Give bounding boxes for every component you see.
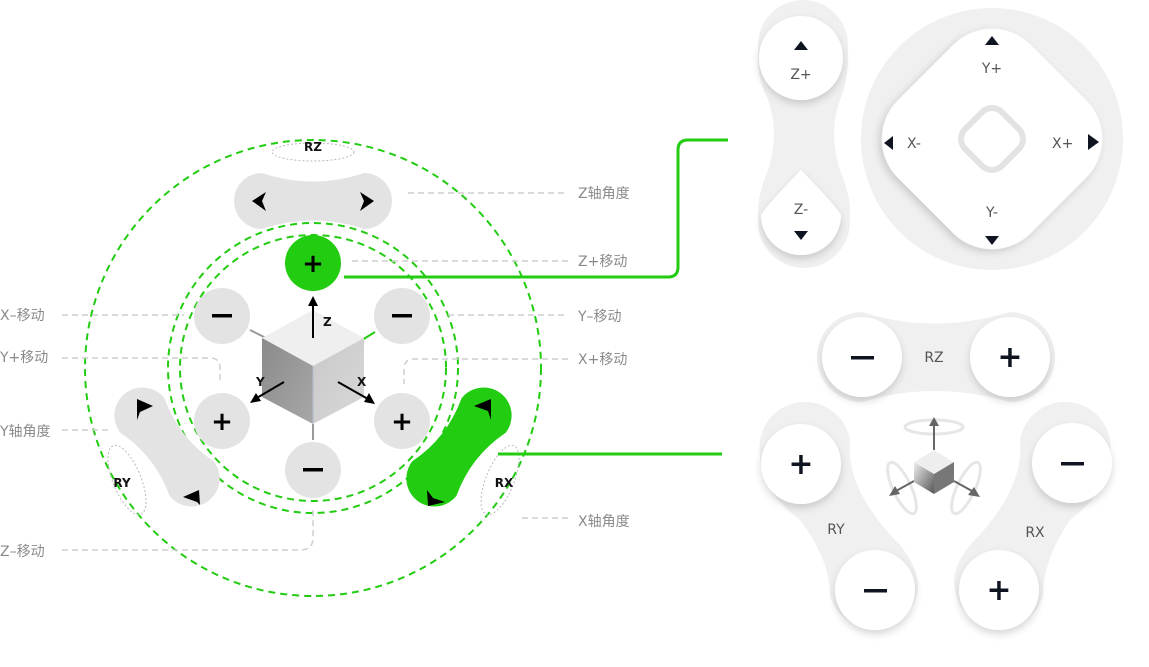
xy-translation-pad: Y+ Y- X- X+ [861,8,1123,270]
minus-icon [212,314,232,318]
z-minus-button[interactable] [285,442,341,498]
x-minus-pad-button[interactable]: X- [884,136,921,152]
rx-rotation-ellipse [480,444,520,516]
rx-arrow-down-icon [427,490,445,506]
rz-plus-button[interactable]: + [970,317,1050,397]
y-axis-label: Y [255,375,265,389]
ry-minus-button[interactable] [835,550,915,630]
connector-translation-panel [344,138,728,279]
rx-rotation-pad: RX + [954,401,1112,630]
rotate-right-arrow-icon [360,192,374,211]
label-z-plus-move: Z+移动 [578,254,627,270]
ry-arrow-up-icon [137,399,153,420]
outer-rotation-ring [84,139,542,597]
y-axis-arrow-icon [250,393,261,403]
x-plus-button[interactable]: + [374,393,430,449]
minus-icon [303,468,323,472]
rz-minus-button[interactable] [822,317,902,397]
arrow-up-icon [794,41,808,50]
ry-rotation-button[interactable] [103,376,231,518]
arrow-down-icon [985,236,999,245]
z-plus-button[interactable]: + [285,235,341,291]
rx-pad-label: RX [1025,525,1045,541]
minus-icon [864,589,887,593]
y-minus-pad-button[interactable]: Y- [985,205,999,245]
label-x-minus-move: X–移动 [0,308,45,324]
label-z-angle: Z轴角度 [578,186,630,202]
arrow-down-icon [794,231,808,240]
arrow-up-icon [985,36,999,45]
label-y-angle: Y轴角度 [0,424,51,440]
z-axis-label: Z [323,315,332,329]
plus-glyph: + [788,447,813,482]
x-axis-label: X [357,375,367,389]
label-x-plus-move: X+移动 [578,352,627,368]
x-plus-pad-button[interactable]: X+ [1052,134,1099,152]
y-minus-button[interactable] [374,288,430,344]
y-plus-text: Y+ [981,61,1002,77]
z-plus-pad-button[interactable]: Z+ [759,16,843,100]
rotate-left-arrow-icon [252,192,266,211]
z-minus-pad-button[interactable]: Z- [761,170,841,255]
y-plus-button[interactable]: + [194,393,250,449]
rz-pad-label: RZ [924,350,943,366]
label-y-minus-move: Y–移动 [577,309,622,325]
y-plus-pad-button[interactable]: Y+ [981,36,1002,77]
ry-arrow-down-icon [183,490,200,505]
rx-minus-button[interactable] [1032,423,1112,503]
middle-ring [167,222,459,514]
y-plus-glyph: + [211,407,233,437]
rotation-cube-icon [886,417,982,516]
ry-label: RY [113,476,131,490]
z-plus-text: Z+ [790,67,811,83]
x-plus-glyph: + [391,407,413,437]
rz-rotation-pad: RZ + [817,312,1055,402]
arrow-left-icon [884,136,893,150]
ry-pad-label: RY [827,522,845,538]
x-minus-button[interactable] [194,288,250,344]
z-minus-text: Z- [794,202,808,218]
ry-rotation-pad: RY + [759,401,919,630]
x-plus-text: X+ [1052,136,1073,152]
leader-lines [62,192,568,551]
label-z-minus-move: Z–移动 [0,544,45,560]
y-minus-text: Y- [985,205,998,221]
rz-label: RZ [304,140,322,154]
z-translation-pad: Z+ Z- [758,0,850,268]
cube-icon [249,310,376,440]
plus-glyph: + [986,573,1011,608]
rx-label: RX [495,476,514,490]
x-axis-arrow-icon [364,393,375,404]
xy-pad-surface [881,28,1103,250]
label-y-plus-move: Y+移动 [0,350,48,366]
rz-rotation-button[interactable] [234,173,392,229]
ry-rotation-ellipse [107,444,147,516]
minus-icon [392,314,412,318]
control-ring-diagram: Z轴角度 Z+移动 Y–移动 X+移动 X轴角度 X–移动 Y+移动 Y轴角度 … [0,138,728,597]
label-x-angle: X轴角度 [578,514,630,530]
z-axis-arrow-icon [308,296,318,306]
minus-icon [1061,462,1084,466]
z-plus-glyph: + [302,249,324,279]
xy-center-button[interactable] [955,102,1029,176]
plus-glyph: + [997,340,1022,375]
rx-plus-button[interactable]: + [959,550,1039,630]
rx-arrow-up-icon [474,399,491,420]
x-minus-text: X- [907,136,921,152]
minus-icon [851,356,874,360]
arrow-right-icon [1088,134,1099,150]
axis-arrows [250,296,375,404]
rx-rotation-button[interactable] [395,376,523,518]
ry-plus-button[interactable]: + [761,424,841,504]
rz-rotation-ellipse [271,142,355,162]
